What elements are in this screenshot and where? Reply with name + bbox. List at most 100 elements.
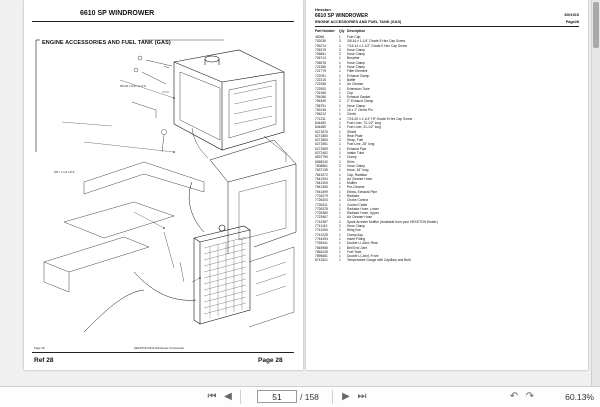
qty-cell: 1 — [339, 254, 341, 259]
part-number-cell: 7726303 — [315, 198, 328, 203]
part-number-cell: 7726378 — [315, 206, 328, 211]
exploded-parts-diagram — [35, 39, 297, 332]
qty-cell: 1 — [339, 108, 341, 113]
part-number-cell: 7848128 — [315, 249, 328, 254]
page-ref: Page28 — [565, 20, 579, 24]
description-cell: Fuel Liner, 72-1/2" long — [347, 120, 381, 125]
description-cell: Filter Element — [347, 69, 368, 74]
description-cell: Double U-Joint, Rear — [347, 241, 378, 246]
qty-cell: 1 — [339, 202, 341, 207]
part-number-cell: 722256 — [315, 82, 327, 87]
qty-cell: 2 — [339, 99, 341, 104]
qty-cell: 1 — [339, 159, 341, 164]
qty-cell: 1 — [339, 241, 341, 246]
part-number-cell: 6271884 — [315, 138, 328, 143]
prev-page-icon[interactable]: ◀ — [224, 391, 232, 402]
left-footer-page: Page 28 — [34, 346, 45, 350]
next-page-icon[interactable]: ▶ — [342, 391, 350, 402]
description-cell: Spark Arrester Muffler (Available from y… — [347, 219, 438, 224]
qty-cell: 1 — [339, 245, 341, 250]
vertical-scrollbar[interactable] — [591, 0, 600, 386]
description-cell: Radiator Hose, Upper — [347, 211, 379, 216]
description-cell: Double U-Joint, Front — [347, 254, 379, 259]
scrollbar-thumb[interactable] — [593, 2, 599, 48]
qty-cell: 1 — [339, 82, 341, 87]
part-number-cell: 771311 — [315, 116, 326, 121]
left-page-title: 6610 SP WINDROWER — [80, 10, 155, 17]
part-number-cell: 7845968 — [315, 245, 328, 250]
part-number-cell: 706661 — [315, 52, 327, 57]
description-cell: Fuel Cap — [347, 35, 361, 39]
radiator-drawing — [193, 224, 251, 325]
description-cell: Hose Clamp — [347, 47, 366, 52]
part-number-cell: 45066 — [315, 35, 325, 39]
part-number-cell: 7741226 — [315, 232, 328, 237]
description-cell: 7/16-14 x 1-1/2" Grade 5 Hex Cap Screw — [347, 43, 407, 48]
zoom-level[interactable]: 60.13% — [565, 392, 594, 402]
part-number-cell: 763136 — [315, 108, 327, 113]
callout-note-bottom: 3/8 x 1 1/4 L.P.S. — [54, 170, 76, 174]
right-page-rule — [315, 25, 579, 26]
document-viewport[interactable]: 6610 SP WINDROWER ENGINE ACCESSORIES AND… — [0, 0, 600, 386]
left-footer-rule — [32, 352, 294, 353]
part-number-cell: 6271551 — [315, 142, 328, 147]
page-number-input[interactable]: 51 — [257, 390, 297, 403]
part-number-cell: 7641305 — [315, 181, 328, 186]
description-cell: Fuel Line, 28" long — [347, 142, 375, 147]
part-number-cell: 6271880 — [315, 133, 328, 138]
description-cell: Hose Clamp — [347, 224, 366, 229]
description-cell: Air Cleaner Hose — [347, 215, 373, 220]
description-cell: Cup — [347, 90, 354, 95]
qty-cell: 1 — [339, 112, 341, 117]
first-page-icon[interactable]: ⏮ — [207, 391, 217, 402]
description-cell: Hose Clamp — [347, 52, 366, 57]
ref-label: Ref 28 — [34, 357, 54, 364]
right-page: Hesston 6610 SP WINDROWER ENGINE ACCESSO… — [306, 0, 588, 370]
qty-cell: 1 — [339, 219, 341, 224]
part-number-cell: 7641304 — [315, 176, 328, 181]
qty-cell: 1 — [339, 120, 341, 125]
description-cell: Hose, 15" long — [347, 168, 369, 173]
part-number-cell: 706714 — [315, 56, 327, 61]
description-cell: Hose Clamp — [347, 60, 366, 65]
part-number-cell: 7741119 — [315, 224, 328, 229]
qty-cell: 1 — [339, 151, 341, 156]
right-page-title: 6610 SP WINDROWER — [315, 13, 368, 19]
page-total: / 158 — [300, 392, 319, 402]
description-cell: Shield — [347, 129, 357, 134]
description-cell: Hose Clamp — [347, 65, 366, 70]
qty-cell: 2 — [339, 125, 341, 130]
part-number-cell: 754086 — [315, 95, 327, 100]
part-number-cell: 6271969 — [315, 146, 328, 151]
page-label: Page 28 — [258, 357, 283, 364]
description-cell: Wing Nut — [347, 228, 361, 233]
qty-cell: 1 — [339, 258, 341, 263]
description-cell: Choke Control — [347, 198, 369, 203]
rotate-right-icon[interactable]: ↷ — [525, 391, 535, 402]
qty-cell: 1 — [339, 56, 341, 61]
description-cell: Air Cleaner — [347, 82, 364, 87]
part-number-cell: 706576 — [315, 60, 327, 65]
last-page-icon[interactable]: ⏭ — [357, 391, 367, 402]
rotate-left-icon[interactable]: ↶ — [509, 391, 519, 402]
part-number-cell: 6271876 — [315, 129, 328, 134]
qty-cell: 1 — [339, 176, 341, 181]
